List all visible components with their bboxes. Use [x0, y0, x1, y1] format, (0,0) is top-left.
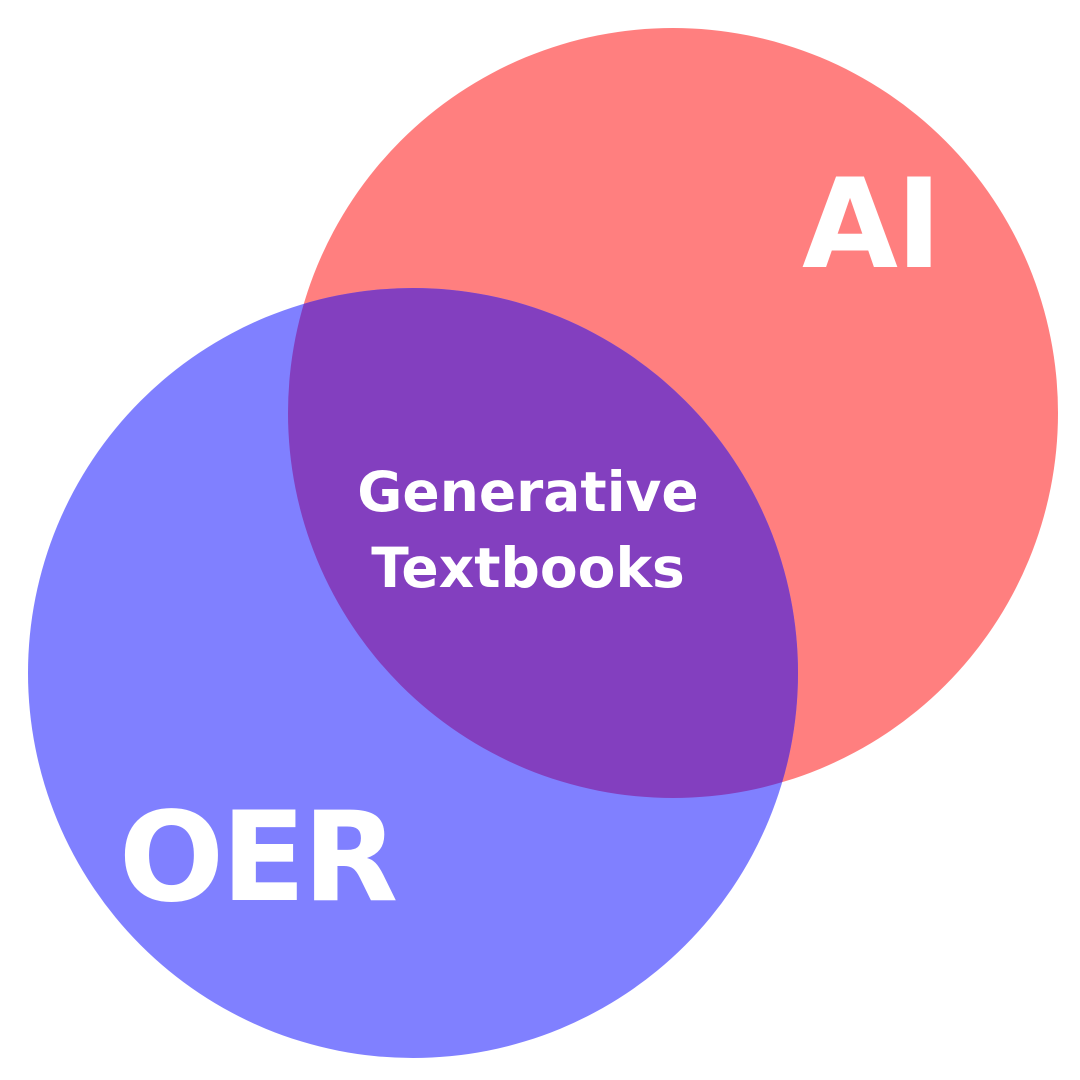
- overlap-label-line-2: Textbooks: [371, 536, 685, 600]
- oer-label: OER: [119, 786, 396, 930]
- overlap-label-line-1: Generative: [357, 460, 698, 524]
- overlap-region: [288, 288, 798, 798]
- ai-label: AI: [802, 153, 940, 297]
